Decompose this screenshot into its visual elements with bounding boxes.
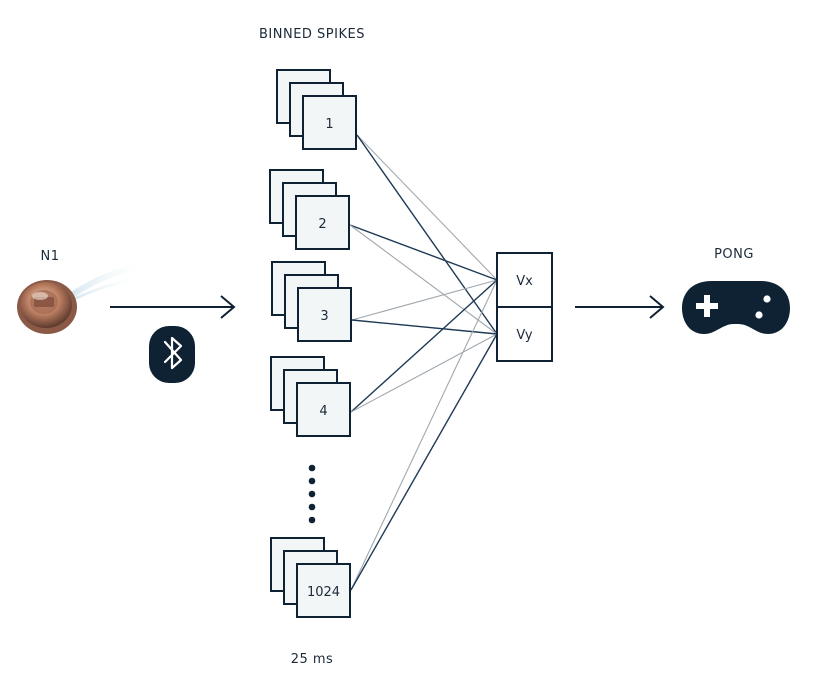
bin-width-label: 25 ms (291, 652, 334, 667)
connection-line (349, 224, 498, 281)
channel-stack-2: 2 (269, 169, 350, 250)
output-vy: Vy (516, 328, 533, 343)
channel-stack-1: 1 (276, 69, 357, 150)
connection-line (350, 279, 498, 413)
connection-line (356, 134, 498, 281)
connection-lines (349, 134, 498, 591)
connection-line (349, 224, 498, 335)
target-label: PONG (714, 247, 754, 262)
input-arrow (110, 295, 236, 319)
connection-line (356, 134, 498, 335)
channel-label: 4 (319, 404, 327, 419)
output-arrow (575, 295, 665, 319)
connection-line (351, 279, 498, 321)
connection-line (350, 279, 498, 591)
gamepad-icon (682, 281, 790, 334)
channel-label: 1 (325, 117, 333, 132)
bluetooth-icon (149, 326, 195, 383)
output-vx: Vx (516, 274, 533, 289)
device-label: N1 (41, 249, 60, 264)
diagram-title: BINNED SPIKES (259, 27, 365, 42)
channel-stack-3: 3 (271, 261, 352, 342)
channel-label: 1024 (307, 585, 340, 600)
output-box: Vx Vy (496, 252, 553, 362)
channel-stack-1024: 1024 (270, 537, 351, 618)
channel-stack-4: 4 (270, 356, 351, 437)
channel-label: 2 (318, 217, 326, 232)
neural-implant-icon (17, 262, 153, 334)
ellipsis-dots (308, 464, 316, 524)
connection-line (350, 333, 498, 591)
connection-line (350, 333, 498, 413)
channel-label: 3 (320, 309, 328, 324)
